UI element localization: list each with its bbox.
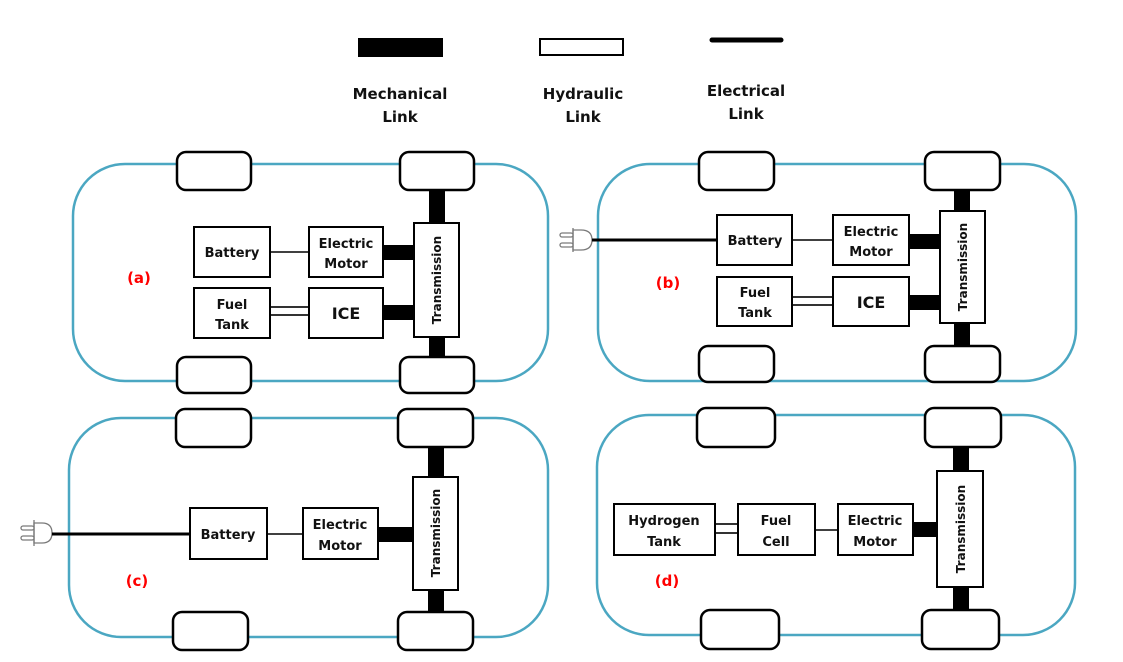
battery-box: Battery (716, 214, 793, 266)
charging-plug-icon (20, 520, 53, 546)
transmission-box: Transmission (939, 210, 986, 324)
wheel-top-left (175, 150, 253, 192)
panel-label: (c) (126, 572, 149, 590)
wheel-top-right (396, 407, 475, 449)
wheel-top-left (697, 150, 776, 192)
front-axle-top (953, 446, 969, 472)
wheel-bottom-right (398, 355, 476, 395)
wheel-bottom-left (697, 344, 776, 384)
hydrogen-tank-label-line1: Hydrogen (628, 514, 699, 529)
electric-motor-label-line2: Motor (318, 539, 362, 554)
fuel-tank-label-line1: Fuel (740, 286, 771, 301)
charging-plug-icon (559, 228, 593, 252)
battery-box: Battery (193, 226, 271, 278)
transmission-label: Transmission (954, 485, 968, 573)
transmission-box: Transmission (936, 470, 984, 588)
wheel-bottom-right (920, 608, 1001, 651)
transmission-label: Transmission (429, 489, 443, 577)
electric-motor-label-line1: Electric (319, 237, 374, 252)
transmission-box: Transmission (412, 476, 459, 591)
legend-hydraulic-link: Hydraulic Link (539, 38, 624, 126)
electric-motor-label-line1: Electric (313, 518, 368, 533)
wheel-bottom-left (171, 610, 250, 652)
front-axle-bottom (953, 586, 969, 611)
electric-motor-label-line2: Motor (853, 535, 897, 550)
electric-motor-label-line2: Motor (324, 257, 368, 272)
legend-mechanical-link: Mechanical Link (353, 38, 448, 126)
fuel-tank-box: Fuel Tank (716, 276, 793, 327)
fuel-tank-label-line2: Tank (738, 306, 772, 321)
panel-c-battery-electric-vehicle: Battery Electric Motor Transmission (c) (20, 407, 550, 652)
electric-motor-box: Electric Motor (302, 507, 379, 560)
wheel-top-left (174, 407, 253, 449)
wheel-top-right (923, 406, 1003, 449)
fuel-tank-label-line1: Fuel (217, 298, 248, 313)
wheel-bottom-left (699, 608, 781, 651)
ice-label: ICE (332, 304, 361, 323)
panel-label: (a) (127, 269, 151, 287)
legend-mechanical-line1: Mechanical (353, 85, 448, 103)
battery-label: Battery (201, 528, 256, 543)
ice-box: ICE (832, 276, 910, 327)
hydraulic-link-fueltank-ice (791, 296, 834, 306)
front-axle-top (428, 446, 444, 478)
legend-electrical-line2: Link (728, 105, 764, 123)
fuel-cell-label-line2: Cell (762, 535, 789, 550)
electric-motor-box: Electric Motor (308, 226, 384, 278)
mechanical-link-motor-transmission (909, 234, 941, 249)
ice-label: ICE (857, 293, 886, 312)
mechanical-link-motor-transmission (383, 245, 415, 260)
panel-b-plugin-hybrid-vehicle: Battery Electric Motor Fuel Tank ICE Tra… (559, 150, 1078, 384)
front-axle-top (429, 188, 445, 224)
electric-motor-label-line2: Motor (849, 245, 893, 260)
transmission-label: Transmission (430, 236, 444, 324)
legend: Mechanical Link Hydraulic Link Electrica… (353, 37, 785, 126)
mechanical-link-motor-transmission (378, 527, 414, 542)
battery-label: Battery (728, 234, 783, 249)
wheel-top-right (398, 150, 476, 192)
electric-motor-label-line1: Electric (844, 225, 899, 240)
mechanical-link-swatch (358, 38, 443, 57)
front-axle-top (954, 188, 970, 212)
mechanical-link-motor-transmission (913, 522, 938, 537)
legend-electrical-link: Electrical Link (707, 37, 785, 123)
ice-box: ICE (308, 287, 384, 339)
transmission-box: Transmission (413, 222, 460, 338)
hydraulic-link-hydrogentank-fuelcell (714, 523, 739, 534)
hydraulic-link-fueltank-ice (269, 306, 310, 316)
hydraulic-link-swatch (539, 38, 624, 56)
panel-d-fuel-cell-vehicle: Hydrogen Tank Fuel Cell Electric Motor T… (595, 406, 1077, 651)
legend-hydraulic-line2: Link (565, 108, 601, 126)
mechanical-link-ice-transmission (909, 295, 941, 310)
fuel-cell-label-line1: Fuel (761, 514, 792, 529)
fuel-tank-box: Fuel Tank (193, 287, 271, 339)
panel-label: (d) (655, 572, 679, 590)
front-axle-bottom (954, 322, 970, 348)
front-axle-bottom (429, 336, 445, 358)
fuel-cell-box: Fuel Cell (737, 503, 816, 556)
fuel-tank-label-line2: Tank (215, 318, 249, 333)
front-axle-bottom (428, 589, 444, 613)
legend-electrical-line1: Electrical (707, 82, 785, 100)
wheel-bottom-right (923, 344, 1002, 384)
transmission-label: Transmission (956, 223, 970, 311)
wheel-bottom-right (396, 610, 475, 652)
car-body (596, 162, 1078, 383)
battery-box: Battery (189, 507, 268, 560)
electric-motor-label-line1: Electric (848, 514, 903, 529)
legend-hydraulic-line1: Hydraulic (543, 85, 623, 103)
hydrogen-tank-box: Hydrogen Tank (613, 503, 716, 556)
panel-label: (b) (656, 274, 680, 292)
legend-mechanical-line2: Link (382, 108, 418, 126)
electric-motor-box: Electric Motor (832, 214, 910, 266)
electric-motor-box: Electric Motor (837, 503, 914, 556)
battery-label: Battery (205, 246, 260, 261)
panel-a-hybrid-vehicle: Battery Electric Motor Fuel Tank ICE Tra… (71, 150, 550, 395)
wheel-top-right (923, 150, 1002, 192)
hydrogen-tank-label-line2: Tank (647, 535, 681, 550)
mechanical-link-ice-transmission (383, 305, 415, 320)
wheel-top-left (695, 406, 777, 449)
wheel-bottom-left (175, 355, 253, 395)
